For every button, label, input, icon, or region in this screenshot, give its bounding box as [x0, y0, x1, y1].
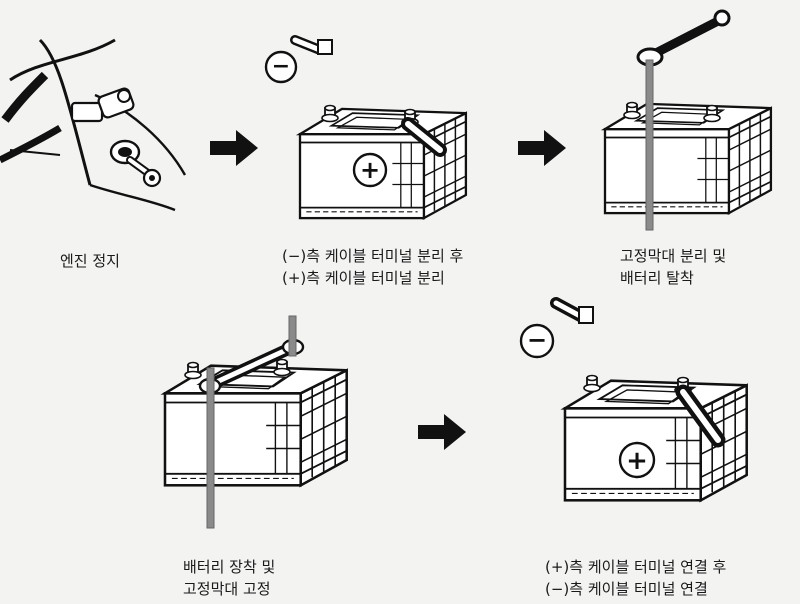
arrow-step-1-2: [210, 130, 258, 166]
arrow-step-4-5: [418, 414, 466, 450]
caption-line: (−)측 케이블 터미널 연결: [545, 580, 708, 598]
battery-install-illustration: [163, 315, 348, 529]
caption-engine-stop: 엔진 정지: [60, 250, 120, 272]
caption-remove-battery: 고정막대 분리 및 배터리 탈착: [620, 245, 726, 289]
battery-disconnect-illustration: − +: [264, 35, 468, 220]
positive-symbol: +: [360, 156, 380, 184]
battery-remove-illustration: [603, 9, 773, 231]
caption-line: 배터리 탈착: [620, 269, 694, 287]
caption-connect-cables: (+)측 케이블 터미널 연결 후 (−)측 케이블 터미널 연결: [545, 556, 726, 600]
ignition-illustration: [0, 38, 187, 212]
negative-symbol: −: [272, 54, 290, 79]
negative-symbol: −: [527, 326, 547, 354]
arrow-step-2-3: [518, 130, 566, 166]
positive-symbol: +: [626, 446, 648, 476]
caption-line: 배터리 장착 및: [183, 558, 276, 576]
hold-down-rod: [645, 59, 654, 231]
battery-connect-illustration: − +: [519, 297, 748, 502]
caption-disconnect-cables: (−)측 케이블 터미널 분리 후 (+)측 케이블 터미널 분리: [282, 245, 463, 289]
hold-down-rod-left: [206, 367, 215, 529]
caption-line: 고정막대 고정: [183, 580, 271, 598]
caption-line: (+)측 케이블 터미널 분리: [282, 269, 445, 287]
caption-install-battery: 배터리 장착 및 고정막대 고정: [183, 556, 275, 600]
caption-line: (+)측 케이블 터미널 연결 후: [545, 558, 727, 576]
caption-line: 고정막대 분리 및: [620, 247, 727, 265]
caption-line: 엔진 정지: [60, 252, 120, 270]
caption-line: (−)측 케이블 터미널 분리 후: [282, 247, 464, 265]
hold-down-rod-right: [288, 315, 297, 357]
